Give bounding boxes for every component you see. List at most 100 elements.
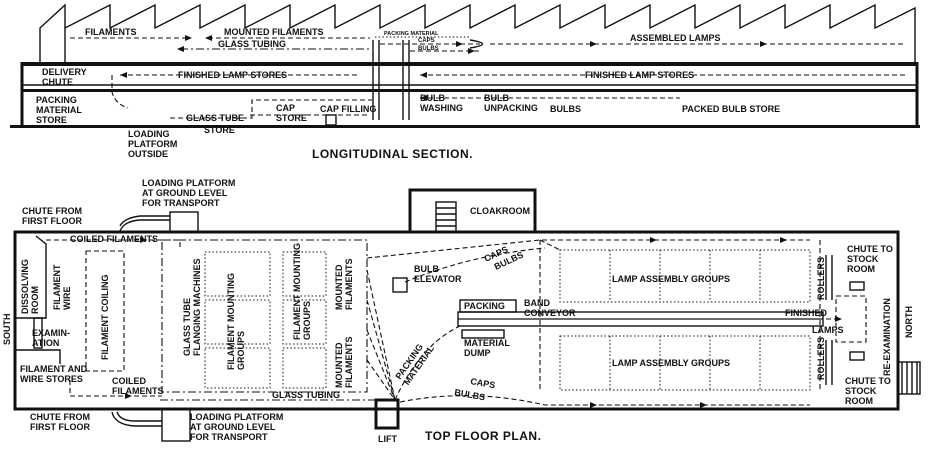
stock-chute-bottom (849, 351, 865, 361)
arrow (125, 393, 132, 399)
loading-platform-bottom-box (161, 408, 191, 442)
loading-chute-bottom (111, 411, 162, 427)
label-bulbs: BULBS (418, 46, 439, 52)
arrow (140, 237, 147, 243)
label-finished-lamp-stores-right: FINISHED LAMP STORES (585, 70, 694, 80)
loading-chute-top (119, 215, 170, 232)
arrow (835, 316, 842, 322)
arrow (177, 46, 184, 52)
label-cap-filling: CAP FILLING (320, 104, 376, 114)
label-lift: LIFT (378, 434, 397, 444)
section-title: LONGITUDINAL SECTION. (312, 147, 473, 161)
caps-upper-flow (404, 247, 546, 283)
flanging-area (161, 239, 368, 393)
label-packing: PACKING (464, 301, 505, 311)
label-north: NORTH (904, 306, 914, 338)
lift-shaft (374, 398, 400, 430)
small-store-box (325, 114, 337, 126)
arrow (185, 35, 192, 41)
label-packing-material: PACKING MATERIAL (384, 31, 439, 37)
lift-shaft-lines (372, 40, 380, 120)
packing-box (459, 299, 517, 313)
glass-tube-ground (170, 99, 372, 119)
label-filament-wire: FILAMENTWIRE (52, 264, 72, 310)
label-bulbs-lower: BULBS (550, 104, 581, 114)
coiled-filaments-top-flow (46, 239, 181, 250)
rollers (825, 255, 833, 385)
arrow (760, 41, 767, 47)
mounted-fan-lines (366, 269, 396, 401)
bulb-elevator-box (392, 277, 408, 293)
label-cloakroom: CLOAKROOM (470, 206, 530, 216)
bulb-bullet (469, 39, 484, 49)
label-lamps: LAMPS (812, 325, 844, 335)
label-south: SOUTH (2, 314, 12, 346)
material-dump-box (461, 329, 505, 339)
label-caps: CAPS (418, 38, 435, 44)
arrow (780, 237, 787, 243)
examination-room-wall (14, 318, 61, 364)
label-store: STORE (204, 125, 235, 135)
label-glass-tube-flanging-machines: GLASS TUBEFLANGING MACHINES (182, 259, 202, 357)
label-finished-lamp-stores-left: FINISHED LAMP STORES (178, 70, 287, 80)
right-stair (897, 361, 921, 395)
flanging-groups (204, 251, 327, 389)
packing-material-flow-plan (394, 325, 461, 401)
arrow (120, 72, 127, 78)
filament-coiling-box (85, 250, 125, 372)
label-filament-mounting-groups-2: FILAMENT MOUNTINGGROUPS (292, 243, 312, 340)
label-finished: FINISHED (785, 308, 828, 318)
feed-to-groups (539, 239, 821, 390)
arrow (420, 72, 427, 78)
label-mounted-filaments: MOUNTED FILAMENTS (224, 27, 324, 37)
label-filament-coiling: FILAMENT COILING (100, 275, 110, 361)
arrow (590, 41, 597, 47)
plan-title: TOP FLOOR PLAN. (425, 429, 541, 443)
label-caps-lower: CAPS (470, 376, 496, 390)
label-mounted-filaments-1: MOUNTEDFILAMENTS (334, 259, 354, 311)
top-floor-slab (22, 62, 917, 66)
label-mounted-filaments-2: MOUNTEDFILAMENTS (334, 337, 354, 389)
mounted-filaments-flow-plan (366, 239, 810, 259)
label-glass-tubing-plan: GLASS TUBING (272, 390, 340, 400)
label-filament-mounting-groups-1: FILAMENT MOUNTINGGROUPS (226, 273, 246, 370)
caps-lower-flow (399, 395, 810, 406)
cloakroom-stair-treads (436, 207, 456, 227)
label-packing-material-plan: PACKINGMATERIAL (393, 337, 436, 386)
dissolving-room-wall (15, 235, 47, 319)
longitudinal-section: FILAMENTS MOUNTED FILAMENTS GLASS TUBING… (10, 3, 920, 161)
ground-line (10, 125, 920, 128)
arrow (420, 95, 427, 101)
delivery-chute (111, 75, 129, 109)
lamp-assembly-groups (559, 249, 811, 391)
label-coiled-filaments-top: COILED FILAMENTS (70, 234, 158, 244)
label-re-examination: RE-EXAMINATION (882, 298, 892, 376)
label-examination: EXAMIN-ATION (32, 328, 70, 348)
loading-platform-top-box (169, 211, 199, 233)
right-stair-treads (901, 362, 918, 394)
label-glass-tubing: GLASS TUBING (218, 39, 286, 49)
label-filaments: FILAMENTS (85, 27, 137, 37)
label-rollers-top: ROLLERS (816, 257, 826, 300)
bulb-shaft-lines (402, 40, 410, 120)
label-rollers-bottom: ROLLERS (816, 337, 826, 380)
arrow (456, 41, 463, 47)
arrow (205, 35, 212, 41)
